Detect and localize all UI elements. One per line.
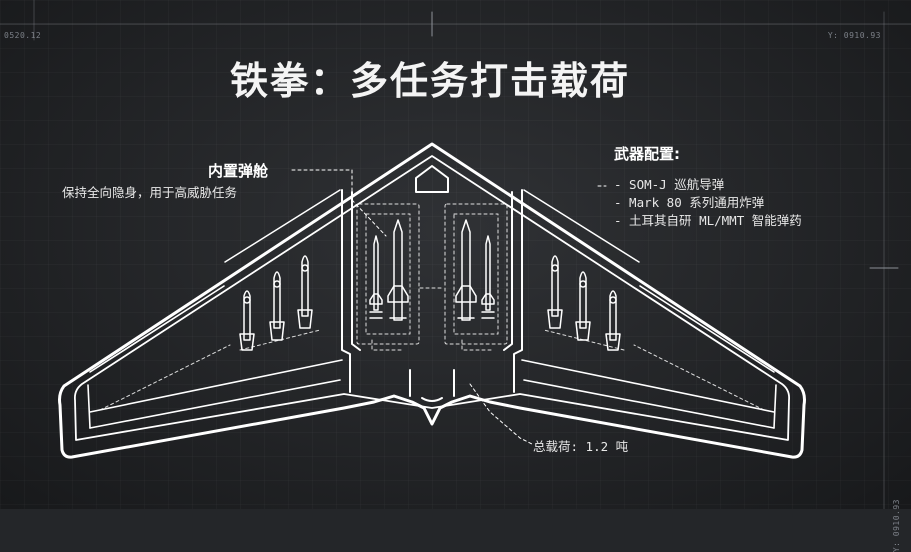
armament-item: - SOM-J 巡航导弹 <box>614 177 725 192</box>
missile-bay-left-1 <box>369 235 383 319</box>
bomb-left-1 <box>239 290 255 351</box>
crosshair-marks <box>0 0 911 509</box>
bomb-right-1 <box>547 255 563 329</box>
background-grid <box>0 0 911 509</box>
fuselage-lines <box>341 189 523 402</box>
internal-bay-title: 内置弹舱 <box>208 162 269 180</box>
missile-bay-right-2 <box>481 235 495 319</box>
missile-bay-right-1 <box>455 219 477 321</box>
bomb-left-3 <box>297 255 313 329</box>
wing-bombs-right <box>547 255 621 351</box>
wing-bombs-left <box>239 255 313 351</box>
page-title: 铁拳：多任务打击载荷 <box>229 59 630 103</box>
wing-panels <box>87 285 777 429</box>
bomb-right-3 <box>605 290 621 351</box>
bomb-left-2 <box>269 271 285 341</box>
internal-bay-subtitle: 保持全向隐身，用于高威胁任务 <box>62 185 238 200</box>
internal-missiles <box>369 219 495 321</box>
aircraft-diagram <box>0 0 911 509</box>
armament-item: - Mark 80 系列通用炸弹 <box>614 195 765 210</box>
intake-chevron <box>415 165 449 193</box>
background-vignette <box>0 0 911 509</box>
callout-leaders <box>291 169 533 445</box>
missile-bay-left-2 <box>387 219 409 321</box>
corner-tag-top-left: 0520.12 <box>4 31 42 40</box>
corner-tag-top-right: Y: 0910.93 <box>827 31 881 40</box>
total-payload-label: 总载荷: 1.2 吨 <box>533 439 629 454</box>
bay-outlines <box>99 203 765 411</box>
armament-item: - 土耳其自研 ML/MMT 智能弹药 <box>614 213 802 228</box>
airframe-inner <box>73 155 791 441</box>
armament-title: 武器配置: <box>614 145 680 163</box>
bomb-right-2 <box>575 271 591 341</box>
airframe-outline <box>58 142 806 459</box>
armament-list: - SOM-J 巡航导弹 - Mark 80 系列通用炸弹 - 土耳其自研 ML… <box>614 176 802 230</box>
